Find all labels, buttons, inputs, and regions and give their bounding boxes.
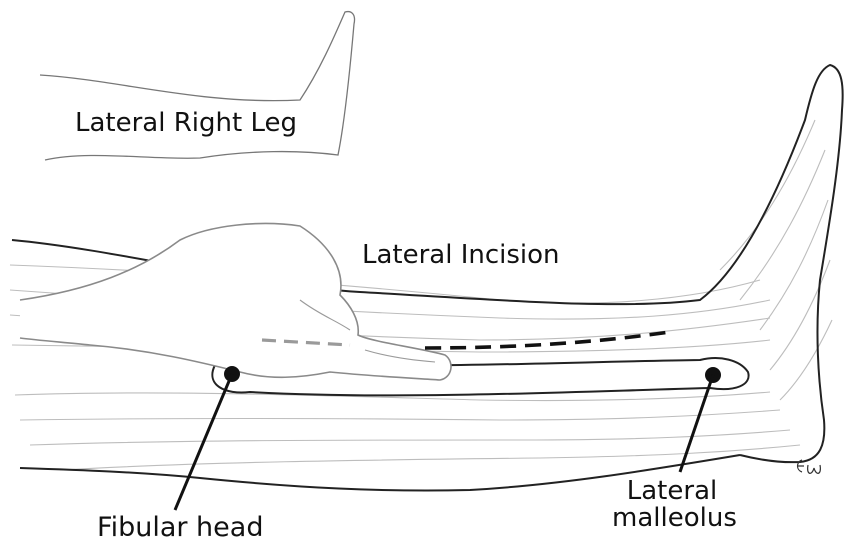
title-label: Lateral Right Leg <box>75 110 297 137</box>
lateral-malleolus-label-line2: malleolus <box>612 505 732 532</box>
incision-label: Lateral Incision <box>362 242 560 269</box>
fibular-head-label: Fibular head <box>97 514 263 542</box>
lateral-malleolus-label: Lateral malleolus <box>612 478 732 533</box>
lateral-malleolus-label-line1: Lateral <box>612 478 732 505</box>
